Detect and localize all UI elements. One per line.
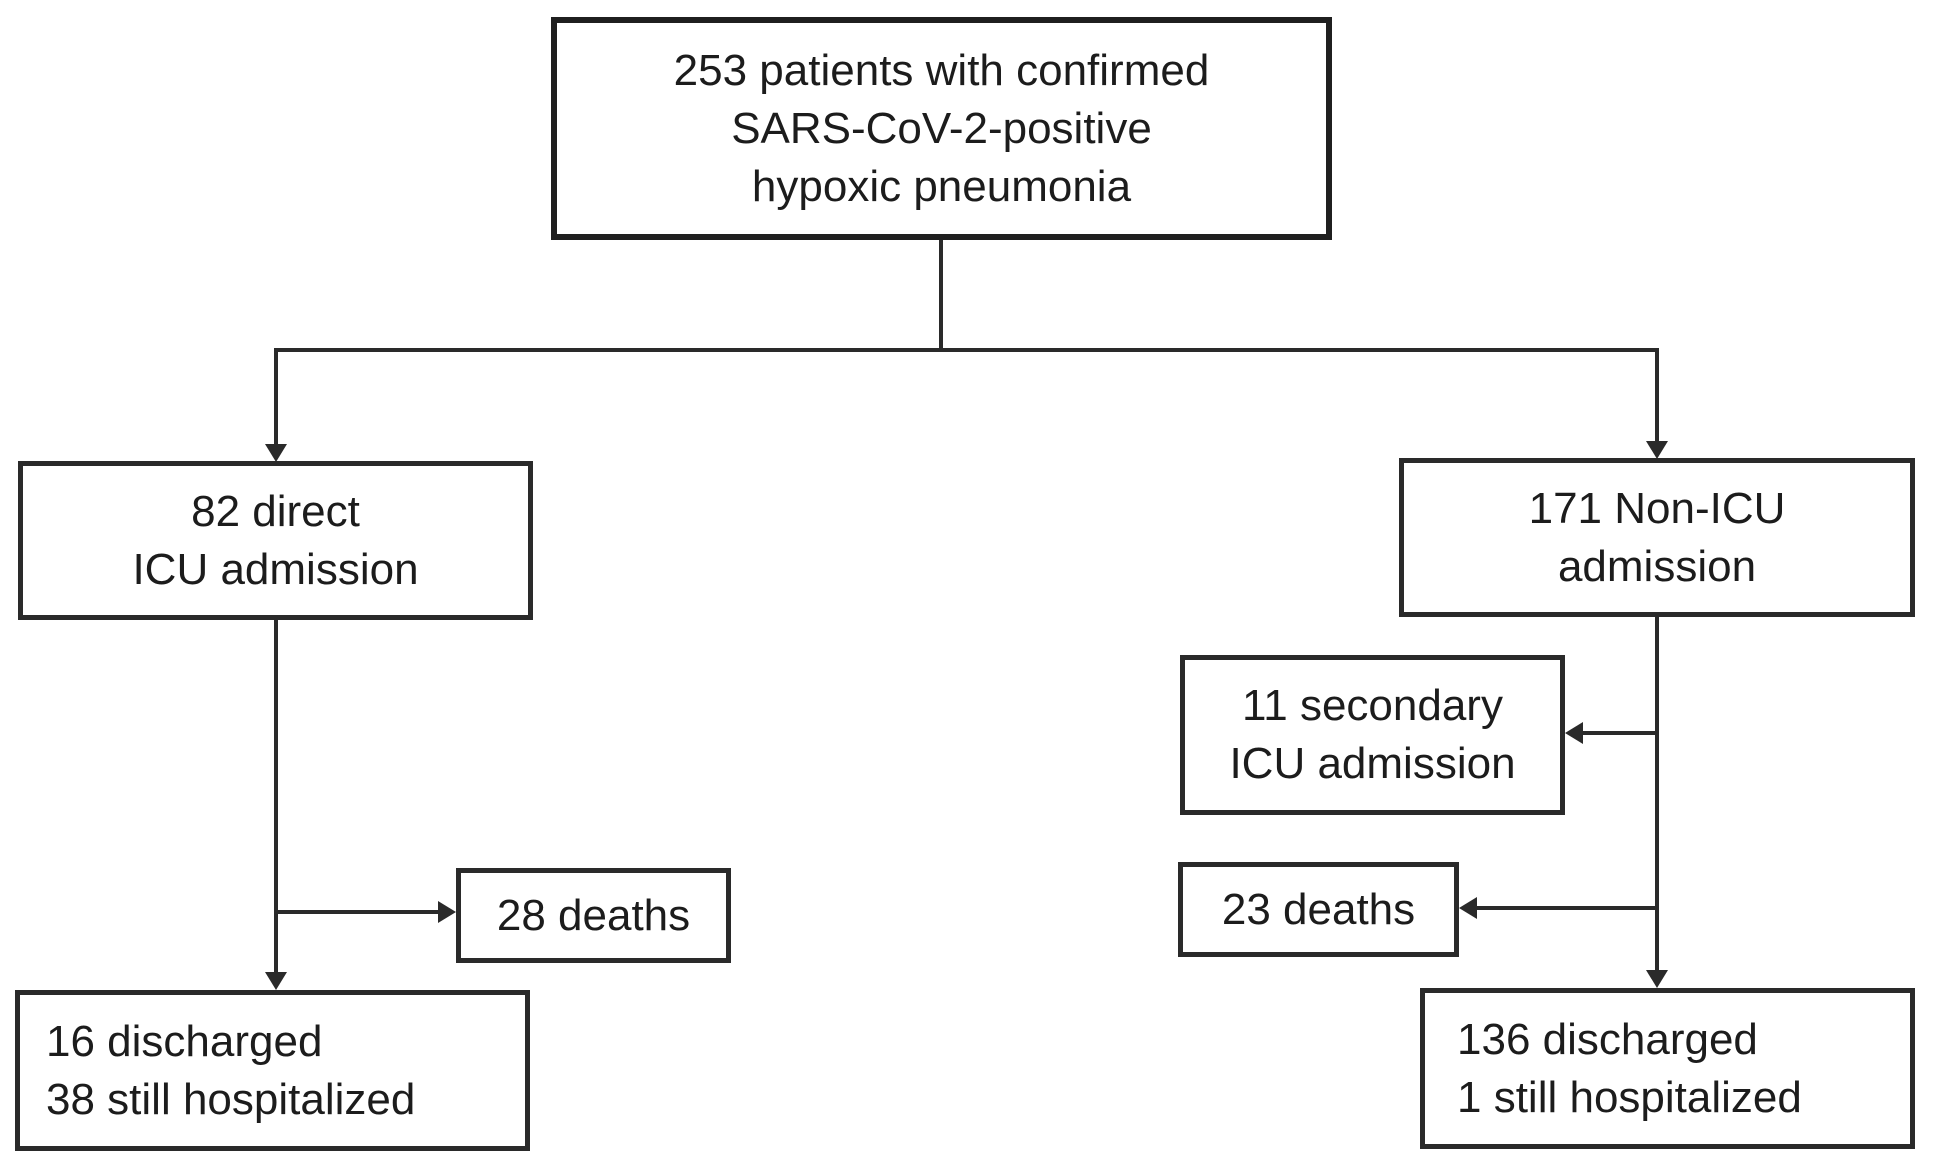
node-non-icu-line2: admission (1557, 541, 1757, 591)
node-icu-outcome-line2: 38 still hospitalized (46, 1074, 416, 1124)
node-non-icu-deaths: 23 deaths (1178, 862, 1459, 957)
node-direct-icu-line1: 82 direct (191, 486, 360, 536)
node-non-icu-line1: 171 Non-ICU (1528, 483, 1786, 533)
node-non-icu-outcome-line1: 136 discharged (1457, 1014, 1758, 1064)
node-secondary-icu-admission: 11 secondary ICU admission (1180, 655, 1565, 815)
arrow-left-icon (1459, 897, 1477, 919)
connector-right-drop (1655, 348, 1659, 441)
connector-left-spine (274, 620, 278, 973)
arrow-down-icon (1646, 441, 1668, 459)
connector-right-deaths-branch (1476, 906, 1659, 910)
arrow-right-icon (438, 901, 456, 923)
node-non-icu-outcome-line2: 1 still hospitalized (1457, 1072, 1802, 1122)
node-secondary-icu-line2: ICU admission (1229, 739, 1516, 788)
node-enrolled-line2: SARS-CoV-2-positive (731, 103, 1152, 153)
node-icu-outcome: 16 discharged 38 still hospitalized (15, 990, 530, 1151)
connector-secondary-icu-branch (1582, 731, 1659, 735)
arrow-down-icon (1646, 970, 1668, 988)
arrow-left-icon (1565, 722, 1583, 744)
node-enrolled-line1: 253 patients with confirmed (673, 45, 1210, 95)
connector-top-stem (939, 240, 943, 352)
node-icu-outcome-line1: 16 discharged (46, 1016, 323, 1066)
node-icu-deaths-label: 28 deaths (496, 890, 691, 940)
node-enrolled-line3: hypoxic pneumonia (751, 161, 1132, 211)
arrow-down-icon (265, 444, 287, 462)
node-icu-deaths: 28 deaths (456, 868, 731, 963)
node-secondary-icu-line1: 11 secondary (1242, 681, 1503, 730)
node-direct-icu-admission: 82 direct ICU admission (18, 461, 533, 620)
connector-right-spine (1655, 617, 1659, 971)
node-non-icu-admission: 171 Non-ICU admission (1399, 458, 1915, 617)
connector-main-horizontal (274, 348, 1659, 352)
node-direct-icu-line2: ICU admission (132, 544, 419, 594)
node-non-icu-outcome: 136 discharged 1 still hospitalized (1420, 988, 1915, 1149)
arrow-down-icon (265, 972, 287, 990)
connector-left-deaths-branch (276, 910, 439, 914)
node-enrolled-patients: 253 patients with confirmed SARS-CoV-2-p… (551, 17, 1332, 240)
connector-left-drop (274, 348, 278, 444)
node-non-icu-deaths-label: 23 deaths (1221, 884, 1416, 934)
